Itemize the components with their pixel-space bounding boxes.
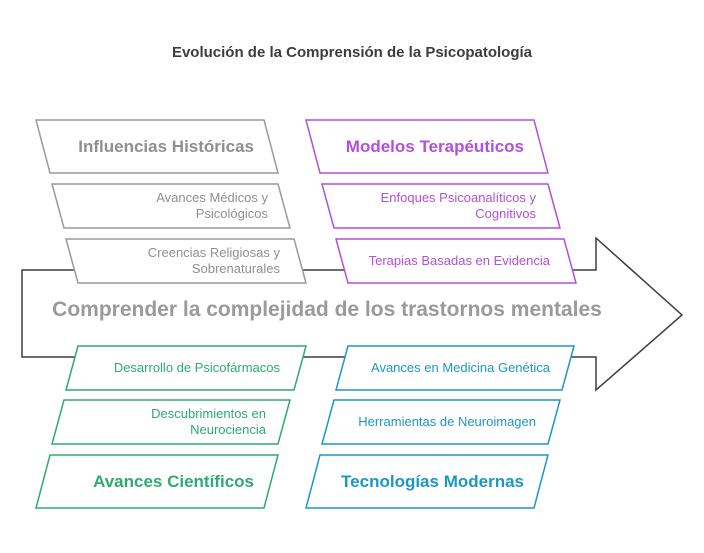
item-medical-psychological: Avances Médicos y Psicológicos — [156, 190, 268, 221]
heading-box-therapeutic — [305, 119, 549, 174]
heading-box-technologies — [305, 454, 549, 509]
item-box-neuroimaging — [321, 399, 561, 445]
item-religious-supernatural: Creencias Religiosas y Sobrenaturales — [147, 245, 280, 276]
item-psychopharmaceuticals: Desarrollo de Psicofármacos — [113, 360, 280, 375]
item-genetic-medicine: Avances en Medicina Genética — [371, 360, 550, 375]
item-evidence-based: Terapias Basadas en Evidencia — [368, 253, 550, 268]
item-box-neuroscience — [51, 399, 291, 445]
heading-modern-technologies: Tecnologías Modernas — [341, 471, 524, 491]
item-neuroimaging: Herramientas de Neuroimagen — [358, 414, 536, 429]
heading-historical: Influencias Históricas — [78, 136, 254, 156]
heading-therapeutic-models: Modelos Terapéuticos — [345, 136, 524, 156]
item-box-evidence — [335, 238, 577, 284]
item-box-psychopharm — [65, 345, 307, 391]
heading-box-historical — [35, 119, 279, 174]
heading-box-scientific — [35, 454, 279, 509]
item-box-psychoanalytic — [321, 183, 561, 229]
central-label: Comprender la complejidad de los trastor… — [52, 298, 602, 321]
item-box-genetics — [335, 345, 575, 391]
item-box-religious — [65, 238, 307, 284]
item-psychoanalytic-cognitive: Enfoques Psicoanalíticos y Cognitivos — [380, 190, 536, 221]
item-box-medical — [51, 183, 291, 229]
heading-scientific-advances: Avances Científicos — [93, 471, 254, 491]
item-neuroscience: Descubrimientos en Neurociencia — [151, 406, 266, 437]
diagram-title: Evolución de la Comprensión de la Psicop… — [171, 44, 533, 61]
